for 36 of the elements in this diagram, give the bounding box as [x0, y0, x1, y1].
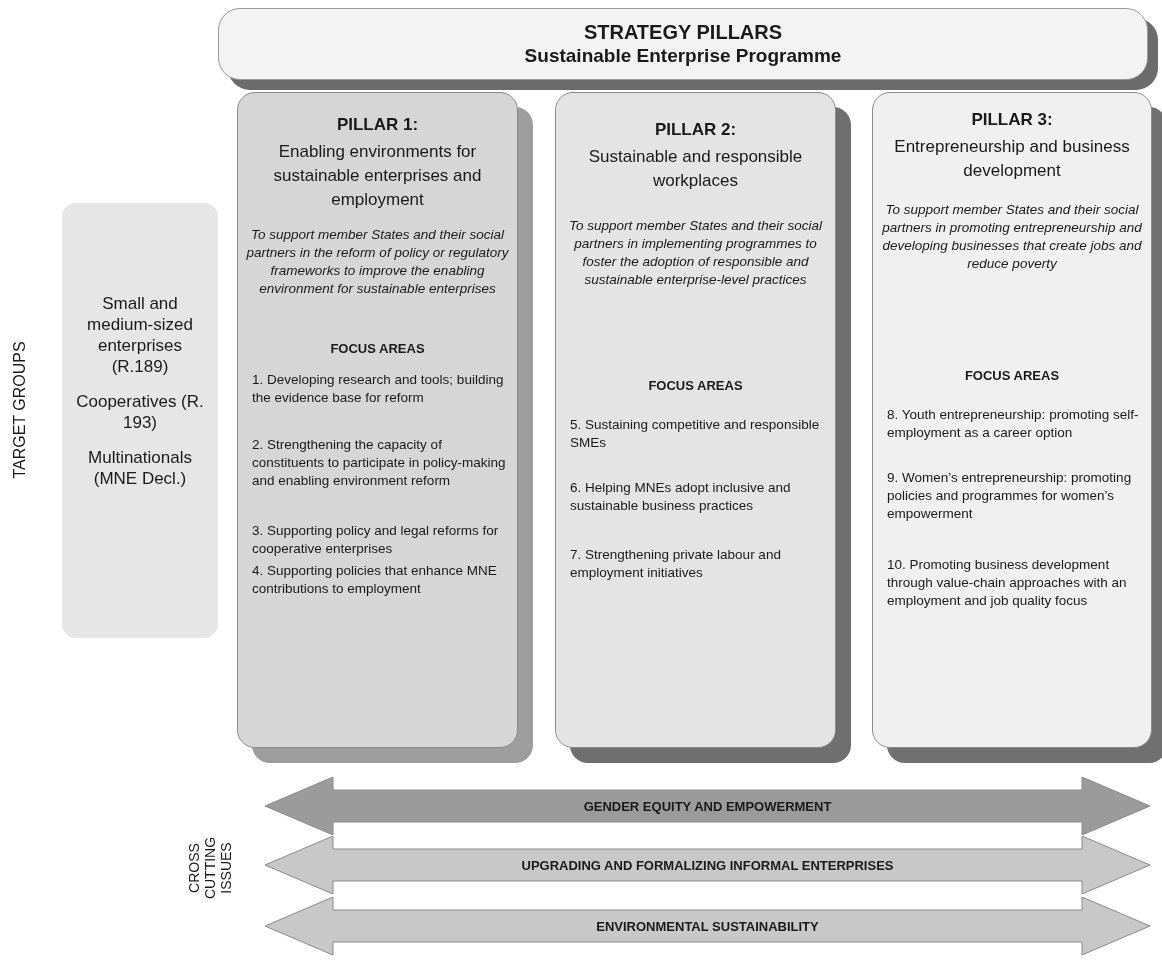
target-group-text: Small and medium-sized enterprises (R.189): [86, 292, 194, 377]
focus-area-item: 4. Supporting policies that enhance MNE contributions to employment: [251, 562, 498, 598]
double-arrow-band: [265, 897, 1150, 955]
target-group-panel: [62, 203, 218, 638]
target-group-text: Multinationals (MNE Decl.): [87, 446, 193, 489]
focus-area-item: 10. Promoting business development through value-chain approaches with an employment and job quality focus: [886, 556, 1128, 610]
pillar-description: To support member States and their social partners in promoting entrepreneurship and developing businesses that create jobs and reduce poverty: [881, 201, 1143, 273]
pillar-description: To support member States and their social partners in the reform of policy or regulatory frameworks to improve the enabling environment for sustainable enterprises: [245, 226, 510, 298]
band-label: ENVIRONMENTAL SUSTAINABILITY: [596, 918, 819, 934]
focus-area-item: 6. Helping MNEs adopt inclusive and sustainable business practices: [569, 479, 792, 515]
pillar-title: Enabling environments for sustainable enterprises and employment: [272, 141, 483, 211]
focus-area-item: 3. Supporting policy and legal reforms for cooperative enterprises: [251, 522, 500, 558]
target-group-text: Cooperatives (R. 193): [75, 390, 205, 433]
pillar-label: PILLAR 2:: [653, 120, 738, 140]
double-arrow-band: [265, 836, 1150, 894]
section-heading: FOCUS AREAS: [647, 378, 744, 393]
section-heading: FOCUS AREAS: [963, 368, 1061, 383]
pillar-title: Sustainable and responsible workplaces: [587, 146, 804, 192]
double-arrow-band: [265, 777, 1150, 835]
subheading: Sustainable Enterprise Programme: [524, 44, 842, 68]
pillar-label: PILLAR 3:: [970, 110, 1054, 130]
pillar-description: To support member States and their social partners in implementing programmes to foster the adoption of responsible and sustainable enterprise-level practices: [567, 217, 824, 289]
side-label: TARGET GROUPS: [11, 340, 29, 481]
focus-area-item: 7. Strengthening private labour and employment initiatives: [569, 546, 782, 582]
focus-area-item: 2. Strengthening the capacity of constituents to participate in policy-making and enabling environment reform: [251, 436, 507, 490]
pillar-label: PILLAR 1:: [335, 115, 420, 135]
section-heading: FOCUS AREAS: [329, 341, 426, 356]
pillar-title: Entrepreneurship and business development: [893, 136, 1131, 182]
band-label: UPGRADING AND FORMALIZING INFORMAL ENTERPRISES: [521, 857, 894, 873]
side-label: CROSS CUTTING ISSUES: [186, 835, 234, 902]
focus-area-item: 9. Women’s entrepreneurship: promoting policies and programmes for women’s empowerment: [886, 469, 1133, 523]
focus-area-item: 8. Youth entrepreneurship: promoting self-employment as a career option: [886, 406, 1140, 442]
heading: STRATEGY PILLARS: [583, 20, 783, 44]
band-label: GENDER EQUITY AND EMPOWERMENT: [583, 798, 832, 814]
focus-area-item: 1. Developing research and tools; building the evidence base for reform: [251, 371, 505, 407]
focus-area-item: 5. Sustaining competitive and responsible SMEs: [569, 416, 821, 452]
